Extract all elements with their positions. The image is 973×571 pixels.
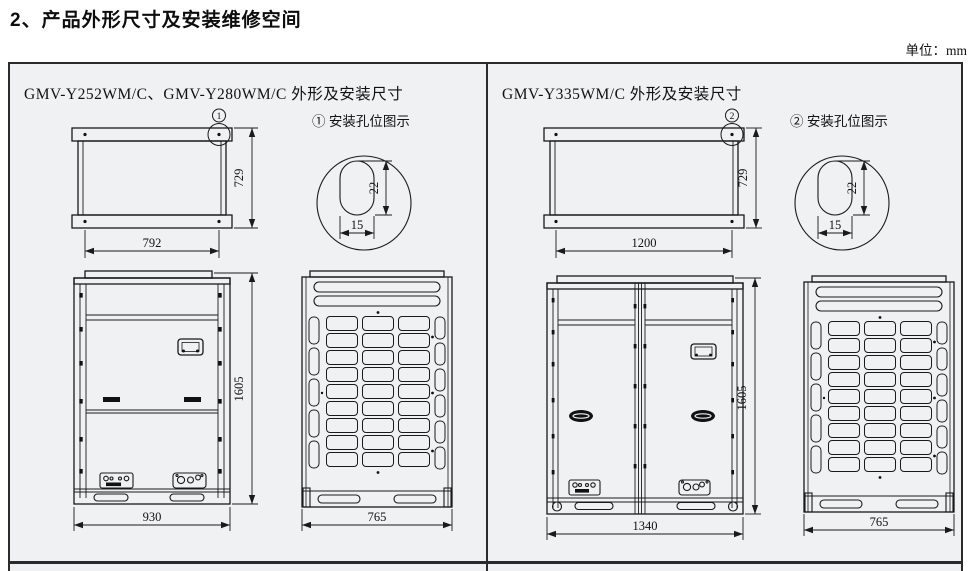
hole-diagram-label: ② 安装孔位图示 <box>790 114 888 129</box>
top-view-outline <box>71 127 233 229</box>
hole-diagram-shapes <box>794 155 890 251</box>
unit-label: 单位：mm <box>905 43 967 58</box>
drawing-table: GMV-Y252WM/C、GMV-Y280WM/C 外形及安装尺寸 <box>8 62 963 571</box>
grille <box>308 315 446 471</box>
front-view-drawing: 1605 1340 <box>546 275 761 540</box>
handle <box>177 338 204 356</box>
side-width-dim: 765 <box>368 510 387 524</box>
side-width-dim: 765 <box>870 515 889 529</box>
base-slots <box>93 493 205 502</box>
vent-slot <box>103 397 120 402</box>
front-width-dim: 1340 <box>633 519 658 533</box>
mounting-holes <box>554 132 734 224</box>
hole-callout-circle <box>207 108 231 146</box>
dimension-lines <box>555 127 762 258</box>
dimension-lines <box>546 277 761 540</box>
dimension-lines <box>73 272 258 531</box>
top-view-drawing: 1 729 792 <box>71 108 258 258</box>
next-row-cell-right <box>488 564 961 571</box>
callout-number: 1 <box>217 112 222 122</box>
base <box>302 487 452 508</box>
top-depth-dim: 729 <box>736 169 750 188</box>
connection-plate-pipes <box>172 472 207 489</box>
front-frame-lines <box>547 283 743 514</box>
front-frame-lines <box>74 284 230 498</box>
hole-position-diagram: ② 安装孔位图示 22 15 <box>790 114 890 251</box>
top-view-outline <box>543 127 745 229</box>
side-outline <box>301 270 453 508</box>
dimension-lines <box>803 514 955 536</box>
side-view-drawing: 765 <box>301 270 453 531</box>
hole-width-dim: 15 <box>829 218 842 232</box>
connection-plate-electrical <box>568 479 601 496</box>
dimension-lines <box>84 127 258 258</box>
page-title: 2、产品外形尺寸及安装维修空间 <box>10 10 302 31</box>
top-width-dim: 792 <box>143 236 162 250</box>
front-height-dim: 1605 <box>735 386 749 411</box>
connection-plate-pipes <box>678 479 711 496</box>
panel-header: GMV-Y252WM/C、GMV-Y280WM/C 外形及安装尺寸 <box>24 86 404 103</box>
connection-plate-electrical <box>99 472 134 489</box>
hole-diagram-shapes <box>316 155 412 251</box>
top-depth-dim: 729 <box>232 169 246 188</box>
dimension-lines <box>301 509 453 531</box>
panel-gmv-y335: GMV-Y335WM/C 外形及安装尺寸 2 <box>488 64 961 561</box>
mounting-holes <box>83 132 221 224</box>
base-slots <box>551 501 739 512</box>
grille <box>810 320 948 476</box>
hole-callout-circle <box>720 108 744 146</box>
front-width-dim: 930 <box>143 510 162 524</box>
vent-oval <box>691 410 715 422</box>
front-height-dim: 1605 <box>232 377 246 402</box>
hole-height-dim: 22 <box>845 182 859 195</box>
top-width-dim: 1200 <box>632 236 657 250</box>
grille-screws <box>822 316 936 479</box>
panel-gmv-y252-y280: GMV-Y252WM/C、GMV-Y280WM/C 外形及安装尺寸 <box>10 64 488 561</box>
next-row-cell-left <box>10 564 488 571</box>
grille-screws <box>320 311 434 474</box>
front-outline <box>73 270 231 505</box>
front-view-drawing: 1605 930 <box>73 270 258 531</box>
hole-diagram-label: ① 安装孔位图示 <box>312 114 410 129</box>
callout-number: 2 <box>730 112 735 122</box>
side-outline <box>803 275 955 513</box>
frame-ticks <box>79 293 222 474</box>
dimension-lines <box>817 160 870 239</box>
top-view-drawing: 2 729 1200 <box>543 108 762 258</box>
hole-position-diagram: ① 安装孔位图示 22 15 <box>312 114 412 251</box>
handle <box>690 343 717 360</box>
top-vents <box>815 286 943 312</box>
hole-width-dim: 15 <box>351 218 364 232</box>
side-view-drawing: 765 <box>803 275 955 536</box>
dimension-lines <box>339 160 392 239</box>
top-vents <box>313 281 441 307</box>
vent-oval <box>569 410 593 422</box>
base <box>804 492 954 513</box>
drawing-row: GMV-Y252WM/C、GMV-Y280WM/C 外形及安装尺寸 <box>10 64 961 561</box>
next-table-row <box>10 561 961 571</box>
vent-slot <box>184 397 201 402</box>
hole-height-dim: 22 <box>367 182 381 195</box>
frame-ticks <box>551 298 734 475</box>
panel-header: GMV-Y335WM/C 外形及安装尺寸 <box>502 86 742 103</box>
